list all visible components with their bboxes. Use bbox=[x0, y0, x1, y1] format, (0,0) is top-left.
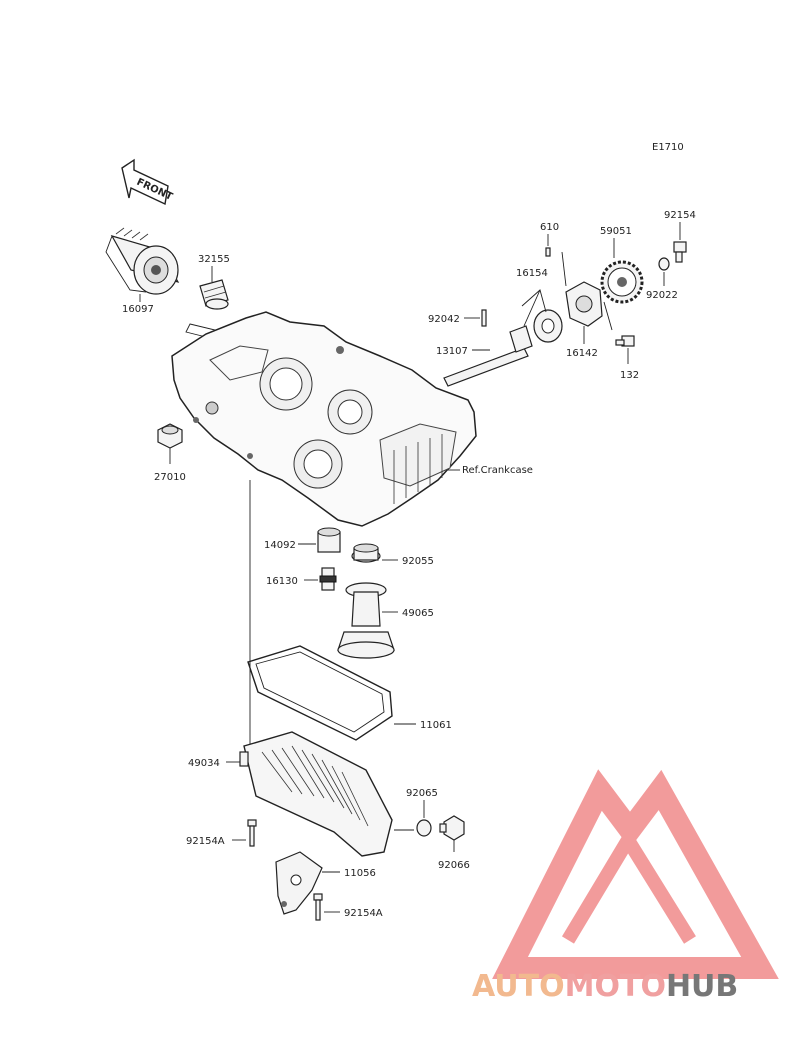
label-610: 610 bbox=[540, 222, 559, 233]
front-arrow-icon: FRONT bbox=[121, 158, 174, 206]
oil-pan-49034 bbox=[239, 731, 393, 857]
bolt-92154A-left bbox=[247, 819, 257, 847]
label-11056: 11056 bbox=[344, 868, 376, 879]
watermark-hub: HUB bbox=[666, 969, 738, 1004]
label-92055: 92055 bbox=[402, 556, 434, 567]
pin-610 bbox=[545, 247, 551, 257]
label-49065: 49065 bbox=[402, 608, 434, 619]
crankcase bbox=[171, 311, 477, 527]
ref-crankcase-label: Ref.Crankcase bbox=[462, 465, 533, 476]
watermark-text: AUTOMOTOHUB bbox=[472, 969, 738, 1004]
bolt-132 bbox=[615, 335, 635, 347]
label-16154: 16154 bbox=[516, 268, 548, 279]
label-92154A-bottom: 92154A bbox=[344, 908, 383, 919]
watermark-auto: AUTO bbox=[472, 969, 565, 1004]
label-92022: 92022 bbox=[646, 290, 678, 301]
label-13107: 13107 bbox=[436, 346, 468, 357]
label-32155: 32155 bbox=[198, 254, 230, 265]
label-92042: 92042 bbox=[428, 314, 460, 325]
bracket-11056 bbox=[275, 851, 323, 915]
shaft-13107 bbox=[443, 347, 529, 387]
plug-27010 bbox=[157, 423, 183, 449]
label-132: 132 bbox=[620, 370, 639, 381]
label-92154: 92154 bbox=[664, 210, 696, 221]
drain-bolt-92066 bbox=[439, 815, 465, 841]
pump-cover-16142 bbox=[565, 281, 603, 327]
label-92066: 92066 bbox=[438, 860, 470, 871]
fitting-32155 bbox=[199, 279, 229, 310]
watermark-logo bbox=[492, 769, 779, 979]
bolt-92154 bbox=[673, 241, 687, 263]
label-16097: 16097 bbox=[122, 304, 154, 315]
label-27010: 27010 bbox=[154, 472, 186, 483]
cap-14092 bbox=[317, 527, 341, 553]
oring-92055 bbox=[351, 543, 381, 563]
valve-16130 bbox=[319, 567, 337, 591]
bolt-92154A-bottom bbox=[313, 893, 323, 921]
label-92154A-left: 92154A bbox=[186, 836, 225, 847]
label-16130: 16130 bbox=[266, 576, 298, 587]
pin-92042 bbox=[481, 309, 487, 327]
gasket-11061 bbox=[247, 645, 393, 741]
label-92065: 92065 bbox=[406, 788, 438, 799]
strainer-49065 bbox=[337, 582, 395, 659]
label-14092: 14092 bbox=[264, 540, 296, 551]
watermark-moto: MOTO bbox=[565, 969, 666, 1004]
washer-92065 bbox=[416, 819, 432, 837]
label-16142: 16142 bbox=[566, 348, 598, 359]
gear-59051 bbox=[600, 260, 644, 304]
washer-92022 bbox=[658, 257, 670, 271]
label-49034: 49034 bbox=[188, 758, 220, 769]
oil-filter-16097 bbox=[105, 227, 180, 295]
label-11061: 11061 bbox=[420, 720, 452, 731]
rotor-16154 bbox=[509, 309, 563, 353]
diagram-code: E1710 bbox=[652, 142, 684, 153]
label-59051: 59051 bbox=[600, 226, 632, 237]
